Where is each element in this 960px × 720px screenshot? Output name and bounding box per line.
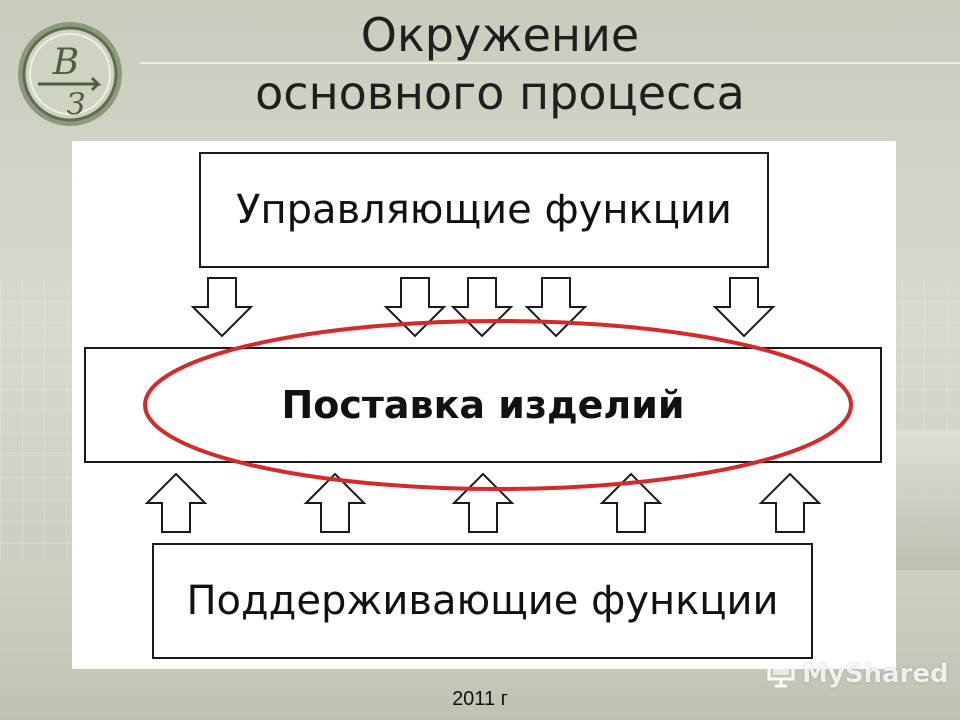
title-rule xyxy=(140,62,960,64)
presentation-board-icon xyxy=(767,661,795,688)
logo-letter-bottom: З xyxy=(67,87,86,122)
watermark: MyShared xyxy=(766,656,949,692)
product-delivery-label: Поставка изделий xyxy=(281,383,685,427)
footer-year: 2011 г xyxy=(452,688,508,710)
product-delivery-box: Поставка изделий xyxy=(84,347,882,463)
control-functions-box: Управляющие функции xyxy=(199,152,769,268)
page-title-line-1: Окружение xyxy=(360,8,640,62)
support-functions-label: Поддерживающие функции xyxy=(186,578,779,624)
page-title: Окружение основного процесса xyxy=(150,6,850,122)
logo-letter-top: В xyxy=(52,42,79,83)
page-title-line-2: основного процесса xyxy=(255,66,745,120)
control-functions-label: Управляющие функции xyxy=(236,187,732,233)
logo: В З xyxy=(18,22,122,126)
support-functions-box: Поддерживающие функции xyxy=(152,543,813,659)
watermark-text: MyShared xyxy=(802,659,949,689)
